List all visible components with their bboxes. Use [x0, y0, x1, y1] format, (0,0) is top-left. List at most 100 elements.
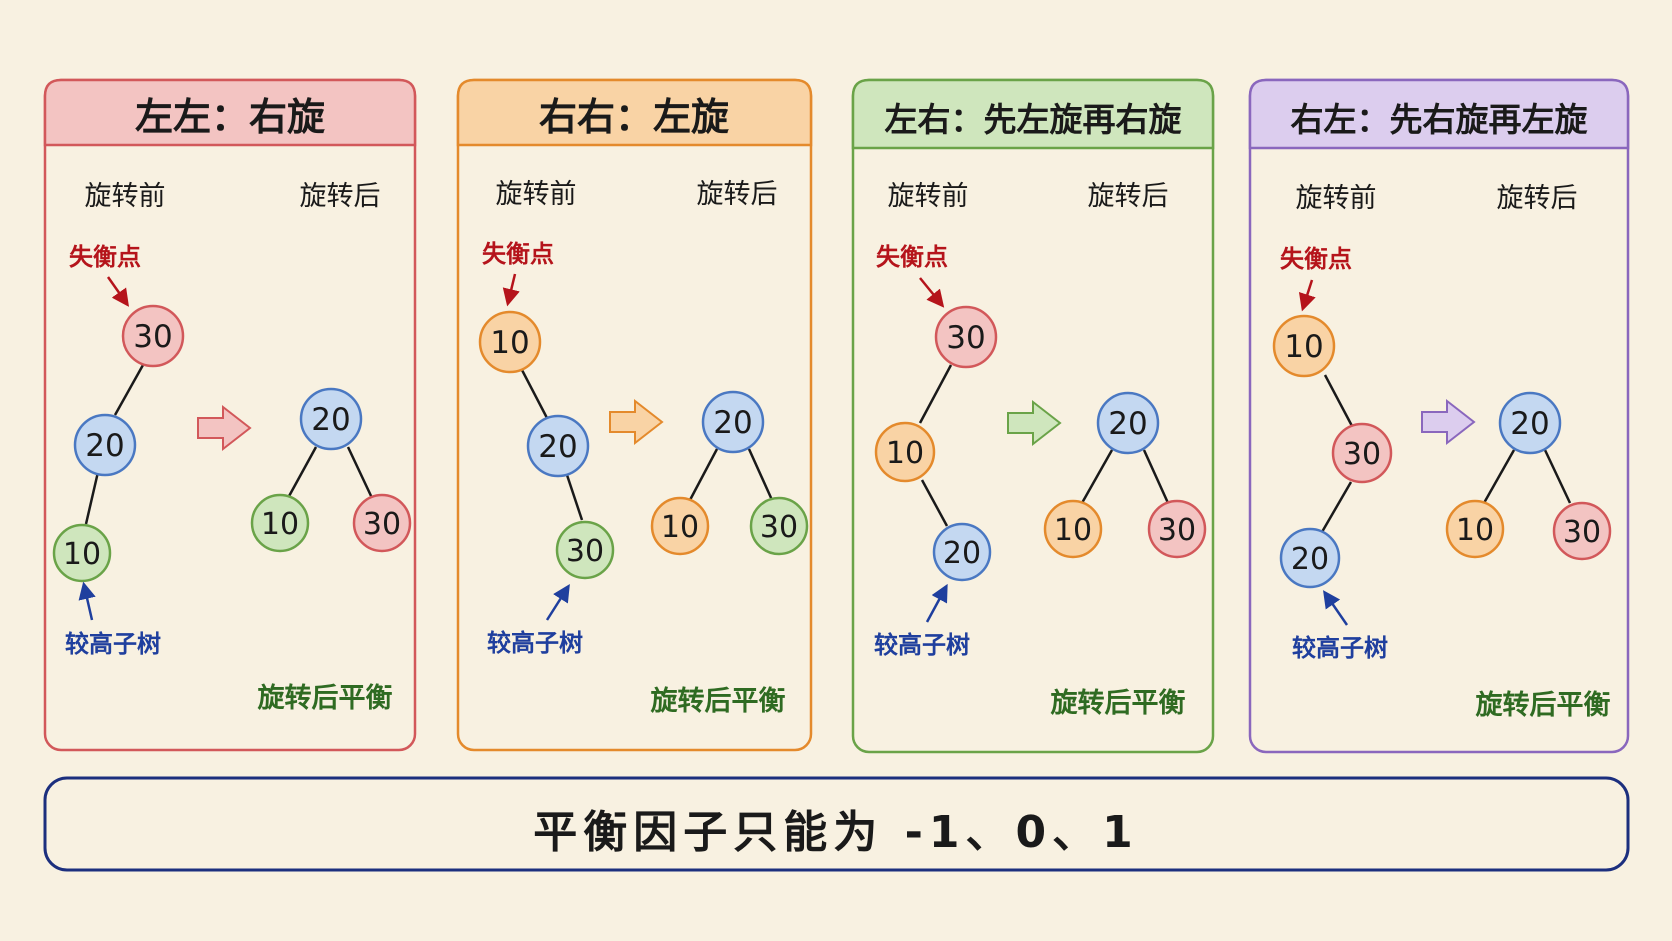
node-value: 10: [261, 507, 299, 542]
taller-subtree-arrow: [78, 581, 96, 621]
tree-node: 10: [1272, 314, 1336, 378]
tree-node: 30: [749, 496, 809, 556]
node-value: 30: [1563, 515, 1601, 550]
panel-header-bg: [43, 78, 417, 147]
panel-title: 右右：左旋: [539, 95, 729, 139]
tree-node: 20: [526, 414, 590, 478]
rotation-arrow: [197, 404, 252, 452]
footer-text: 平衡因子只能为 -1、0、1: [533, 807, 1138, 858]
imbalance-label: 失衡点: [876, 243, 948, 271]
node-value: 20: [538, 429, 577, 465]
rotation-arrow: [1007, 399, 1062, 447]
tree-edge: [1142, 449, 1170, 504]
rotation-arrow: [609, 398, 664, 446]
taller-subtree-arrow: [545, 584, 570, 621]
tree-edge: [1482, 449, 1516, 504]
node-value: 30: [363, 507, 401, 542]
tree-node: 30: [555, 520, 615, 580]
node-value: 20: [1291, 542, 1329, 577]
taller-subtree-label: 较高子树: [1292, 634, 1388, 662]
node-value: 10: [886, 436, 924, 471]
node-value: 20: [1108, 406, 1147, 442]
node-circle: [73, 413, 137, 477]
node-circle: [1043, 499, 1103, 559]
footer: 平衡因子只能为 -1、0、1: [43, 776, 1630, 872]
panel-header-bg: [456, 78, 813, 147]
tree-node: 10: [1043, 499, 1103, 559]
tree-edge: [747, 448, 774, 501]
node-circle: [701, 390, 765, 454]
panel-title: 左左：右旋: [135, 95, 325, 139]
footer-box: [43, 776, 1630, 872]
node-value: 30: [1343, 437, 1381, 472]
tree-edge: [84, 471, 100, 525]
node-circle: [352, 493, 412, 553]
node-circle: [299, 387, 363, 451]
tree-edge: [520, 369, 549, 419]
tree-edge: [688, 448, 719, 501]
node-circle: [749, 496, 809, 556]
tree-edge: [1320, 481, 1353, 533]
node-value: 10: [1054, 513, 1092, 548]
node-value: 30: [566, 534, 604, 569]
node-circle: [1445, 499, 1505, 559]
node-value: 30: [760, 510, 798, 545]
tree-edge: [920, 479, 949, 527]
node-value: 20: [943, 536, 981, 571]
node-value: 10: [63, 537, 101, 572]
node-value: 30: [133, 319, 172, 355]
tree-node: 10: [250, 493, 310, 553]
node-circle: [478, 310, 542, 374]
imbalance-arrow: [1298, 279, 1316, 312]
node-circle: [1147, 499, 1207, 559]
tree-node: 30: [352, 493, 412, 553]
tree-node: 10: [1445, 499, 1505, 559]
node-circle: [526, 414, 590, 478]
tree-edge: [1080, 449, 1114, 504]
taller-subtree-arrow: [1323, 590, 1349, 626]
tree-node: 10: [478, 310, 542, 374]
before-label: 旋转前: [85, 181, 166, 212]
tree-node: 10: [874, 421, 936, 483]
panel-header-bg: [851, 78, 1215, 150]
panel-header-bg: [1248, 78, 1630, 150]
panel-right-left: 右左：先右旋再左旋 旋转前 旋转后 失衡点 10 30 20 较高子树 20 1…: [1248, 78, 1630, 754]
tree-node: 20: [932, 522, 992, 582]
node-circle: [1096, 391, 1160, 455]
balanced-label: 旋转后平衡: [651, 686, 786, 717]
after-label: 旋转后: [1088, 181, 1169, 212]
after-label: 旋转后: [1497, 183, 1578, 214]
node-circle: [250, 493, 310, 553]
node-circle: [1272, 314, 1336, 378]
taller-subtree-arrow: [925, 583, 948, 623]
imbalance-arrow: [106, 276, 130, 307]
tree-node: 30: [934, 305, 998, 369]
taller-subtree-label: 较高子树: [487, 629, 583, 657]
node-circle: [1279, 527, 1341, 589]
tree-node: 20: [299, 387, 363, 451]
tree-node: 30: [1147, 499, 1207, 559]
tree-edge: [918, 364, 953, 424]
tree-node: 20: [1498, 391, 1562, 455]
before-label: 旋转前: [496, 179, 577, 210]
node-value: 30: [946, 320, 985, 356]
node-value: 20: [1510, 406, 1549, 442]
panel-left-right: 左右：先左旋再右旋 旋转前 旋转后 失衡点 30 10 20 较高子树 20 1…: [851, 78, 1215, 754]
imbalance-label: 失衡点: [482, 240, 554, 268]
node-value: 20: [311, 402, 350, 438]
panel-right-right: 右右：左旋 旋转前 旋转后 失衡点 10 20 30 较高子树 20 10 30…: [456, 78, 813, 752]
imbalance-label: 失衡点: [1280, 245, 1352, 273]
tree-node: 20: [1279, 527, 1341, 589]
node-circle: [555, 520, 615, 580]
node-circle: [874, 421, 936, 483]
node-circle: [1498, 391, 1562, 455]
node-value: 30: [1158, 513, 1196, 548]
after-label: 旋转后: [697, 179, 778, 210]
before-label: 旋转前: [1296, 183, 1377, 214]
tree-node: 30: [1552, 501, 1612, 561]
balanced-label: 旋转后平衡: [1051, 688, 1186, 719]
node-circle: [1552, 501, 1612, 561]
tree-edge: [1323, 374, 1354, 427]
node-value: 10: [1456, 513, 1494, 548]
node-circle: [1331, 422, 1393, 484]
